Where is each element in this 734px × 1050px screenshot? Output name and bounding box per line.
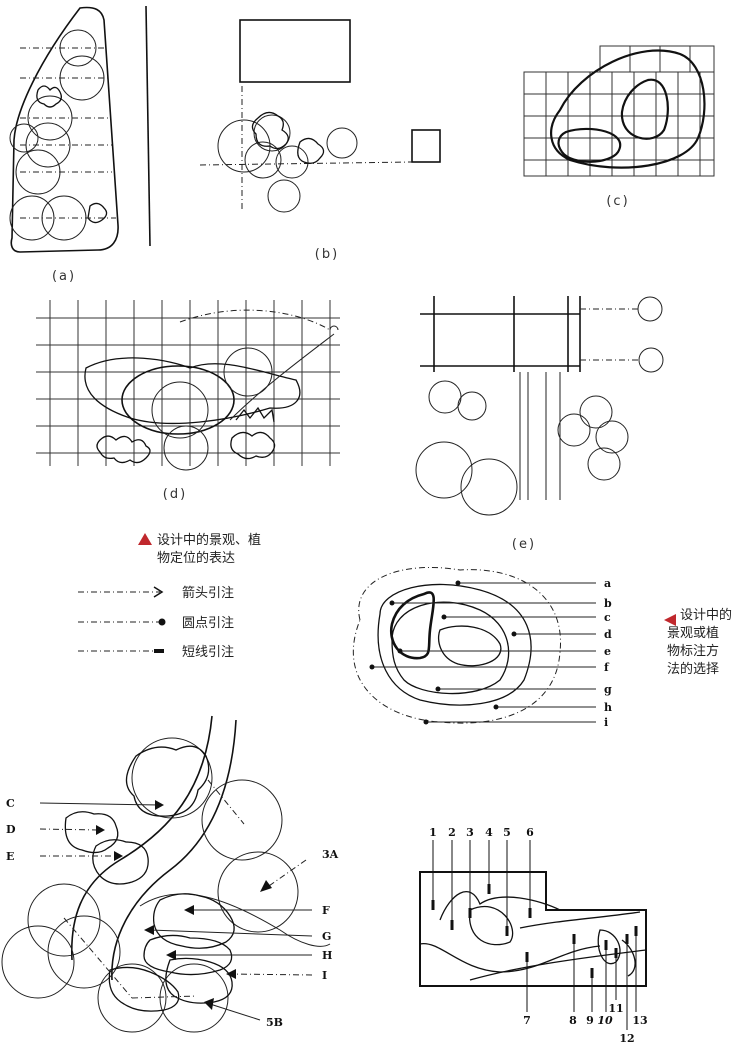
letter-leaders [39, 779, 313, 1021]
legend: 箭头引注 圆点引注 短线引注 [78, 585, 234, 660]
number-leaders [431, 840, 638, 1030]
caption-b: (b) [315, 247, 339, 262]
note-left: 设计中的景观、植 物定位的表达 [138, 532, 261, 566]
panel-layers-a-i: a b c d e f g h i [352, 566, 612, 729]
num-3: 3 [466, 826, 474, 839]
legend-dot-label: 圆点引注 [182, 616, 234, 631]
num-1: 1 [429, 826, 437, 839]
panel-d: (d) [36, 300, 340, 502]
note-right: 设计中的 景观或植 物标注方 法的选择 [664, 607, 732, 677]
label-D: D [6, 823, 16, 836]
num-7: 7 [523, 1014, 531, 1027]
num-10: 10 [597, 1014, 613, 1027]
panel-a: (a) [9, 5, 151, 284]
red-triangle-left-icon [664, 614, 676, 626]
label-a: a [604, 577, 611, 590]
num-9: 9 [586, 1014, 594, 1027]
label-b: b [604, 597, 612, 610]
num-6: 6 [526, 826, 534, 839]
caption-d: (d) [163, 487, 187, 502]
label-F: F [322, 904, 330, 917]
panel-bottom-left: C D E 3A F G H I 5B [1, 715, 339, 1033]
red-triangle-icon [138, 533, 152, 545]
label-d: d [604, 628, 612, 641]
caption-e: (e) [512, 537, 536, 552]
note-right-line-4: 法的选择 [667, 661, 719, 677]
note-right-line-2: 景观或植 [667, 626, 719, 641]
note-right-line-3: 物标注方 [667, 643, 719, 659]
panel-e: (e) [415, 296, 664, 552]
note-left-line-1: 设计中的景观、植 [157, 532, 261, 548]
caption-a: (a) [52, 269, 76, 284]
letter-labels: a b c d e f g h i [369, 577, 612, 729]
label-C: C [6, 797, 15, 810]
num-11: 11 [608, 1002, 623, 1015]
num-2: 2 [448, 826, 456, 839]
panel-b: (b) [199, 19, 441, 262]
panel-c: (c) [523, 45, 715, 209]
label-5B: 5B [266, 1016, 283, 1029]
note-right-line-1: 设计中的 [680, 607, 732, 623]
label-c: c [604, 611, 611, 624]
num-8: 8 [569, 1014, 577, 1027]
num-12: 12 [619, 1032, 634, 1045]
label-e: e [604, 645, 611, 658]
label-h: h [604, 701, 612, 714]
note-left-line-2: 物定位的表达 [157, 550, 235, 566]
label-g: g [604, 683, 612, 696]
num-13: 13 [632, 1014, 647, 1027]
legend-short-label: 短线引注 [182, 645, 234, 660]
label-3A: 3A [322, 848, 339, 861]
legend-arrow-label: 箭头引注 [182, 585, 234, 601]
panel-bottom-right: 1 2 3 4 5 6 7 8 9 10 11 12 13 [419, 826, 648, 1045]
label-f: f [604, 661, 610, 674]
caption-c: (c) [606, 194, 629, 209]
label-i: i [604, 716, 608, 729]
label-I: I [322, 969, 327, 982]
label-G: G [322, 930, 331, 943]
label-H: H [322, 949, 332, 962]
num-4: 4 [485, 826, 493, 839]
label-E: E [6, 850, 14, 863]
num-5: 5 [503, 826, 511, 839]
